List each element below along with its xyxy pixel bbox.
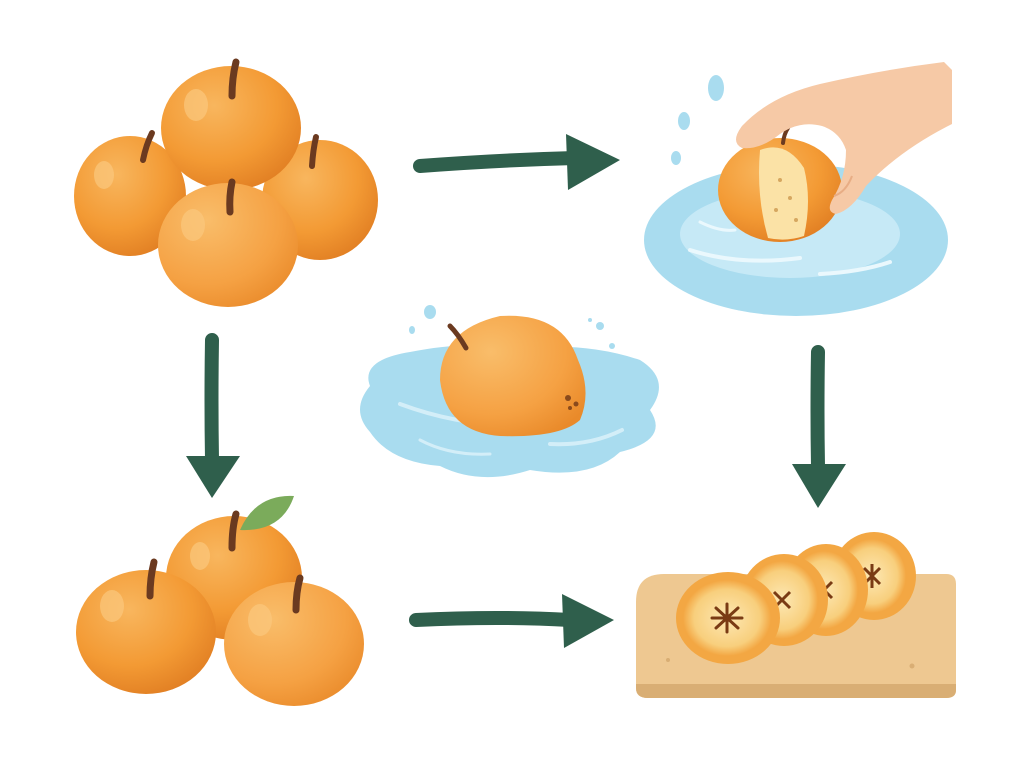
arrow-down-icon bbox=[792, 345, 846, 508]
fruit-icon bbox=[440, 315, 586, 437]
fruit-slice-icon bbox=[676, 572, 780, 664]
fruit-icon bbox=[74, 130, 186, 256]
leaf-icon bbox=[240, 495, 294, 531]
arrow-right-icon bbox=[409, 594, 614, 648]
arrow-right-icon bbox=[413, 134, 620, 190]
fruit-group-icon bbox=[76, 495, 364, 706]
fruit-icon bbox=[718, 126, 842, 242]
fruit-icon bbox=[76, 558, 216, 694]
water-drop-icon bbox=[409, 305, 615, 349]
fruit-icon bbox=[158, 178, 298, 307]
hand-icon bbox=[736, 62, 952, 214]
fruit-pile-icon bbox=[74, 58, 378, 307]
hand-peeling-fruit-icon bbox=[644, 62, 952, 316]
fruit-icon bbox=[161, 58, 301, 190]
fruit-icon bbox=[224, 574, 364, 706]
water-drop-icon bbox=[671, 75, 724, 165]
arrow-down-icon bbox=[186, 333, 240, 498]
fruit-in-water-icon bbox=[360, 305, 659, 478]
sliced-fruit-board-icon bbox=[636, 532, 956, 698]
